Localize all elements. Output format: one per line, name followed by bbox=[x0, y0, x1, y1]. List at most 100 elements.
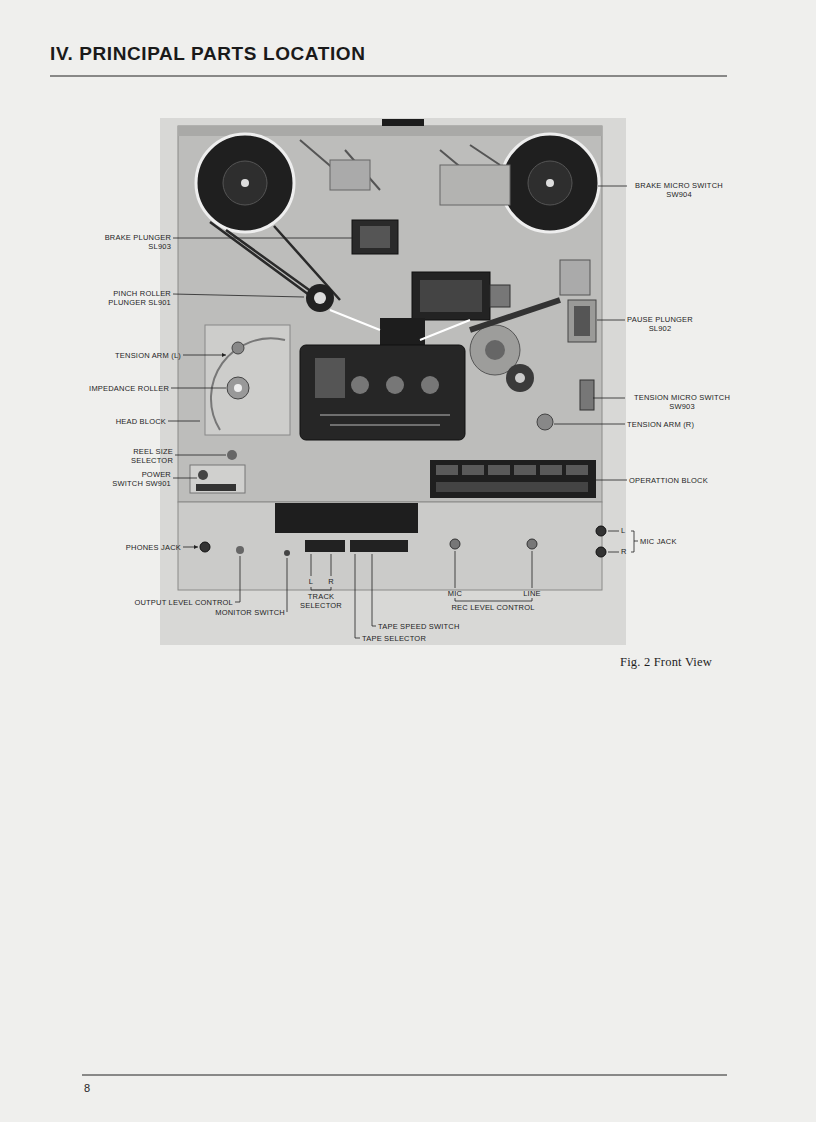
leader-lines bbox=[175, 455, 226, 456]
rule-lines bbox=[50, 76, 727, 1075]
deck-photo bbox=[350, 540, 408, 552]
part-label: TAPE SELECTOR bbox=[362, 634, 426, 643]
leader-lines bbox=[372, 554, 376, 626]
part-label: MIC bbox=[448, 589, 462, 598]
leader-lines bbox=[168, 421, 200, 422]
deck-photo bbox=[315, 358, 345, 398]
deck-photo bbox=[580, 380, 594, 410]
deck-photo bbox=[306, 284, 334, 312]
deck-photo bbox=[178, 502, 602, 590]
part-label: BRAKE MICRO SWITCH SW904 bbox=[629, 181, 729, 200]
part-label: TRACK SELECTOR bbox=[298, 592, 344, 611]
part-label: LINE bbox=[523, 589, 540, 598]
deck-photo bbox=[568, 300, 596, 342]
deck-photo bbox=[485, 340, 505, 360]
leader-lines bbox=[554, 424, 625, 425]
deck-photo bbox=[314, 292, 326, 304]
part-label: POWER SWITCH SW901 bbox=[111, 470, 171, 489]
page-title: IV. PRINCIPAL PARTS LOCATION bbox=[50, 42, 366, 66]
deck-photo bbox=[236, 546, 244, 554]
part-label: IMPEDANCE ROLLER bbox=[89, 384, 169, 393]
rule-lines bbox=[82, 1075, 727, 1076]
deck-photo bbox=[227, 450, 237, 460]
deck-photo bbox=[574, 306, 590, 336]
deck-photo bbox=[436, 482, 588, 492]
part-label: HEAD BLOCK bbox=[116, 417, 166, 426]
deck-photo bbox=[198, 470, 208, 480]
deck-photo bbox=[160, 118, 626, 645]
deck-photo bbox=[330, 310, 470, 340]
leader-lines bbox=[173, 478, 197, 479]
deck-photo bbox=[566, 465, 588, 475]
deck-photo bbox=[560, 260, 590, 295]
deck-photo bbox=[470, 300, 560, 330]
deck-photo bbox=[200, 542, 210, 552]
leader-lines bbox=[311, 554, 331, 576]
leader-lines bbox=[183, 355, 226, 356]
deck-photo bbox=[501, 134, 599, 232]
leader-lines bbox=[455, 598, 532, 601]
deck-photo bbox=[506, 364, 534, 392]
deck-photo bbox=[360, 226, 390, 248]
part-label: TENSION MICRO SWITCH SW903 bbox=[627, 393, 737, 412]
deck-photo bbox=[380, 318, 425, 348]
leader-lines bbox=[311, 587, 331, 590]
part-label: TENSION ARM (L) bbox=[115, 351, 181, 360]
part-label: REC LEVEL CONTROL bbox=[451, 603, 534, 612]
deck-photo bbox=[386, 376, 404, 394]
page-number: 8 bbox=[84, 1082, 90, 1096]
deck-photo bbox=[528, 161, 572, 205]
deck-photo bbox=[275, 503, 418, 533]
deck-photo bbox=[546, 179, 554, 187]
deck-photo bbox=[190, 465, 245, 493]
deck-photo bbox=[596, 547, 606, 557]
deck-photo bbox=[305, 540, 345, 552]
leader-lines bbox=[168, 186, 638, 638]
deck-photo bbox=[514, 465, 536, 475]
deck-photo bbox=[412, 272, 490, 320]
deck-photo bbox=[527, 539, 537, 549]
part-label: TENSION ARM (R) bbox=[627, 420, 694, 429]
deck-photo bbox=[488, 465, 510, 475]
deck-photo bbox=[320, 415, 450, 425]
leader-lines bbox=[355, 554, 360, 638]
deck-photo bbox=[515, 373, 525, 383]
deck-photo bbox=[223, 161, 267, 205]
part-label: PHONES JACK bbox=[126, 543, 181, 552]
figure-caption: Fig. 2 Front View bbox=[620, 655, 712, 671]
deck-photo bbox=[540, 465, 562, 475]
deck-photo bbox=[300, 345, 465, 440]
deck-photo bbox=[537, 414, 553, 430]
leader-lines bbox=[593, 398, 625, 399]
deck-photo bbox=[234, 384, 242, 392]
part-label: MONITOR SWITCH bbox=[215, 608, 285, 617]
deck-photo bbox=[440, 165, 510, 205]
part-label: OUTPUT LEVEL CONTROL bbox=[134, 598, 233, 607]
leader-lines bbox=[455, 551, 532, 588]
deck-photo bbox=[178, 126, 602, 502]
deck-photo bbox=[211, 338, 285, 430]
part-label: MIC JACK bbox=[640, 537, 677, 546]
deck-photo bbox=[205, 325, 290, 435]
deck-photo bbox=[160, 118, 626, 645]
deck-photo bbox=[490, 285, 510, 307]
leader-lines bbox=[173, 294, 304, 297]
part-label: REEL SIZE SELECTOR bbox=[125, 447, 173, 466]
deck-photo bbox=[352, 220, 398, 254]
leader-lines bbox=[597, 320, 625, 321]
deck-photo bbox=[196, 484, 236, 491]
leader-lines bbox=[173, 238, 352, 239]
part-label: R bbox=[621, 547, 627, 556]
deck-photo bbox=[420, 280, 482, 312]
leader-lines bbox=[596, 480, 627, 481]
rule-lines bbox=[50, 75, 727, 76]
leader-lines bbox=[598, 186, 627, 187]
deck-photo bbox=[196, 134, 294, 232]
part-label: PAUSE PLUNGER SL902 bbox=[627, 315, 693, 334]
deck-photo bbox=[430, 460, 596, 498]
part-label: R bbox=[328, 577, 334, 586]
leader-lines bbox=[183, 547, 198, 548]
deck-photo bbox=[436, 465, 588, 475]
part-label: PINCH ROLLER PLUNGER SL901 bbox=[105, 289, 171, 308]
